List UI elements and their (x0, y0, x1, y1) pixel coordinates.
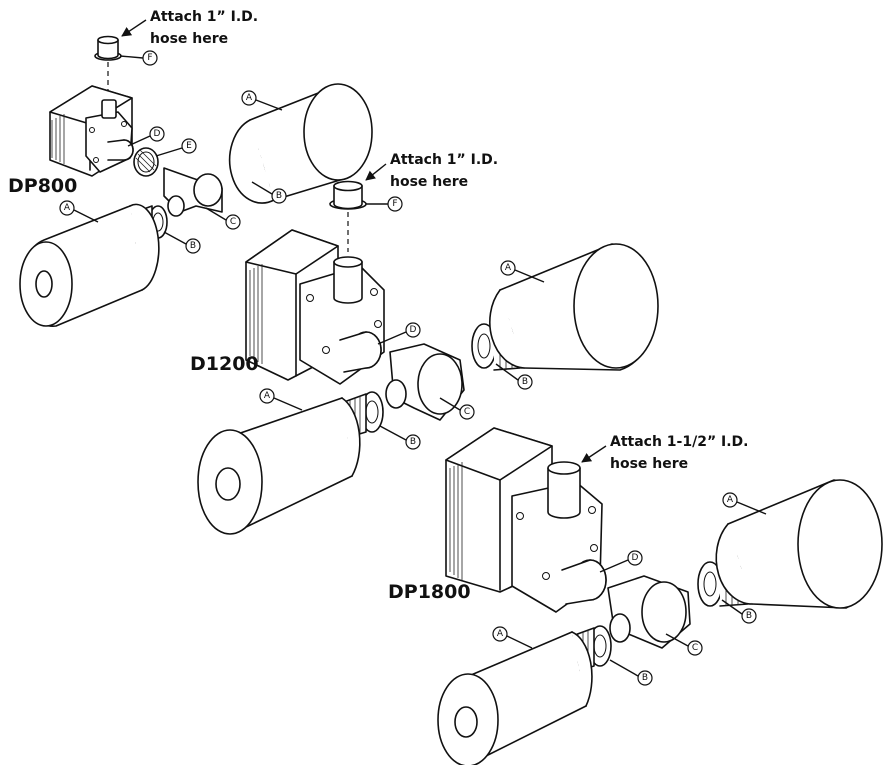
dp1800-right-foam-filter (715, 479, 883, 609)
dp1800-hose-note-line2: hose here (610, 456, 688, 472)
svg-text:B: B (642, 673, 648, 683)
callout-a: A (722, 492, 767, 515)
callout-a: A (500, 260, 545, 283)
svg-text:A: A (497, 629, 504, 639)
dp800-hose-note-arrow (121, 19, 147, 37)
svg-text:B: B (190, 241, 196, 251)
callout-b: B (495, 363, 533, 390)
svg-text:C: C (692, 643, 698, 653)
svg-text:B: B (522, 377, 528, 387)
callout-d: D (127, 126, 165, 147)
d1200-hose-note-line1: Attach 1” I.D. (390, 152, 498, 168)
callout-a: A (259, 388, 303, 411)
dp800-outlet-fitting (94, 35, 122, 61)
callout-c: C (665, 633, 703, 656)
callout-a: A (492, 626, 533, 649)
svg-text:D: D (154, 129, 161, 139)
callout-f: F (366, 196, 403, 212)
svg-text:A: A (246, 93, 253, 103)
callout-f: F (119, 50, 158, 66)
model-label-d1200: D1200 (190, 353, 259, 375)
callout-c: C (205, 207, 241, 230)
svg-text:D: D (410, 325, 417, 335)
svg-text:B: B (746, 611, 752, 621)
callout-b: B (379, 425, 421, 450)
dp1800-pump-body (445, 427, 607, 613)
callout-a: A (241, 90, 283, 111)
svg-text:A: A (505, 263, 512, 273)
svg-text:A: A (64, 203, 71, 213)
dp800-pump-body (49, 85, 134, 177)
svg-text:F: F (392, 199, 397, 209)
d1200-assembly (197, 180, 659, 535)
callout-d: D (377, 322, 421, 345)
callout-b: B (163, 231, 201, 254)
d1200-hose-note-line2: hose here (390, 174, 468, 190)
dp1800-tee-c (607, 575, 691, 649)
dp1800-hose-note: Attach 1-1/2” I.D. hose here (581, 434, 749, 472)
svg-text:A: A (264, 391, 271, 401)
dp800-hose-note: Attach 1” I.D. hose here (121, 9, 258, 47)
dp1800-assembly (437, 427, 883, 765)
d1200-tee-c (385, 343, 465, 421)
d1200-outlet-fitting (329, 180, 367, 210)
dp800-seal-e (133, 147, 159, 177)
dp800-right-foam-filter (228, 83, 373, 204)
callout-b: B (609, 659, 653, 686)
d1200-left-foam-filter (197, 397, 361, 535)
callout-d: D (599, 550, 643, 573)
svg-text:C: C (464, 407, 470, 417)
dp1800-hose-note-line1: Attach 1-1/2” I.D. (610, 434, 749, 450)
callout-b: B (721, 599, 757, 624)
d1200-hose-note: Attach 1” I.D. hose here (365, 152, 498, 190)
svg-text:B: B (276, 191, 282, 201)
svg-text:C: C (230, 217, 236, 227)
dp800-hose-note-line1: Attach 1” I.D. (150, 9, 258, 25)
d1200-right-foam-filter (489, 243, 659, 371)
dp800-left-foam-filter (19, 203, 160, 327)
dp800-assembly (19, 35, 373, 327)
callout-a: A (59, 200, 99, 223)
d1200-hose-note-arrow (365, 163, 387, 181)
dp800-tee-c (163, 167, 223, 217)
callout-b: B (251, 181, 287, 204)
dp800-hose-note-line2: hose here (150, 31, 228, 47)
callout-c: C (439, 397, 475, 420)
d1200-pump-body (245, 229, 385, 385)
svg-text:B: B (410, 437, 416, 447)
svg-text:F: F (147, 53, 152, 63)
svg-text:E: E (186, 141, 192, 151)
callout-e: E (155, 138, 197, 157)
svg-text:A: A (727, 495, 734, 505)
svg-text:D: D (632, 553, 639, 563)
dp1800-hose-note-arrow (581, 445, 607, 463)
model-label-dp1800: DP1800 (388, 581, 471, 603)
model-label-dp800: DP800 (8, 175, 77, 197)
dp1800-left-foam-filter (437, 631, 593, 765)
